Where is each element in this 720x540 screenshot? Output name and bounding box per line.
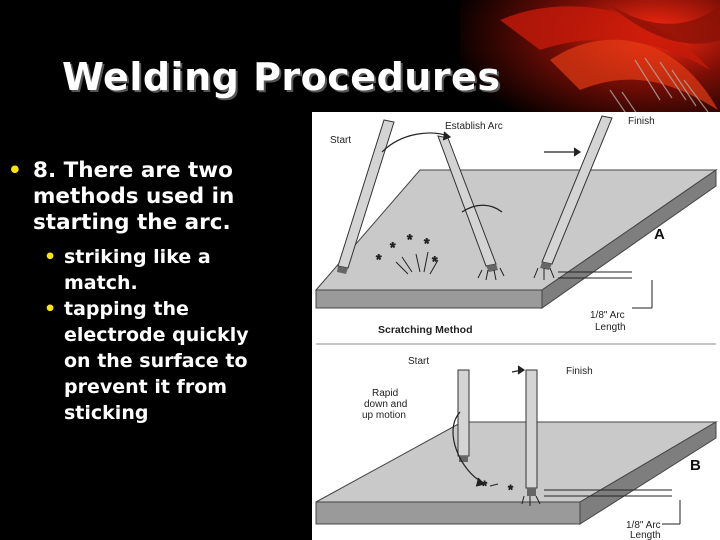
bullet-dot: • bbox=[44, 298, 57, 320]
welding-diagram: * * * * * bbox=[312, 112, 720, 540]
sub-bullet-striking: • striking like a match. bbox=[0, 244, 312, 296]
label-arc-length-a-1: 1/8" Arc bbox=[590, 310, 625, 321]
sub-bullet-line: tapping the bbox=[64, 298, 189, 320]
main-bullet-line: methods used in bbox=[33, 184, 235, 209]
svg-text:*: * bbox=[508, 482, 513, 497]
sub-bullet-line: striking like a bbox=[64, 246, 211, 268]
sparks-b: * * bbox=[482, 478, 541, 506]
svg-text:*: * bbox=[432, 253, 438, 269]
svg-text:*: * bbox=[376, 251, 382, 267]
sub-bullet-line: electrode quickly bbox=[64, 324, 249, 346]
label-b: B bbox=[690, 457, 701, 474]
motion-arrow-b bbox=[452, 365, 526, 487]
plate-b bbox=[315, 421, 718, 525]
plate-a bbox=[314, 169, 718, 309]
label-scratching-method: Scratching Method bbox=[378, 324, 473, 336]
svg-text:*: * bbox=[482, 478, 487, 493]
sub-bullet-tapping: • tapping the electrode quickly on the s… bbox=[0, 296, 312, 426]
sparks-a: * * * * * bbox=[376, 231, 555, 281]
label-arc-length-b-2: Length bbox=[630, 530, 661, 540]
bullet-list: • 8. There are two methods used in start… bbox=[0, 158, 312, 426]
electrode-a-start bbox=[337, 119, 395, 274]
label-arc-length-b-1: 1/8" Arc bbox=[626, 520, 661, 531]
bullet-dot: • bbox=[8, 158, 22, 183]
sub-bullet-line: on the surface to bbox=[64, 350, 248, 372]
label-finish-a: Finish bbox=[628, 116, 655, 127]
slide-title: Welding Procedures bbox=[62, 55, 501, 99]
svg-text:*: * bbox=[390, 239, 396, 255]
bullet-dot: • bbox=[44, 246, 57, 268]
label-start-a: Start bbox=[330, 135, 352, 146]
label-finish-b: Finish bbox=[566, 366, 593, 377]
svg-text:*: * bbox=[407, 231, 413, 247]
welding-diagram-drawing: * * * * * bbox=[314, 115, 718, 525]
arc-length-a bbox=[558, 271, 653, 309]
electrode-b-finish bbox=[525, 369, 538, 496]
electrode-b-start bbox=[457, 369, 470, 462]
sub-bullet-line: prevent it from bbox=[64, 376, 228, 398]
arrow-a bbox=[381, 131, 582, 213]
label-establish-arc: Establish Arc bbox=[445, 121, 503, 132]
sub-bullet-line: sticking bbox=[64, 402, 149, 424]
label-rapid-1: Rapid bbox=[372, 388, 399, 399]
electrode-a-finish bbox=[540, 115, 613, 270]
main-bullet-line: starting the arc. bbox=[33, 210, 231, 235]
label-a: A bbox=[654, 226, 665, 243]
arc-length-b bbox=[544, 489, 681, 525]
label-rapid-3: up motion bbox=[362, 410, 406, 421]
label-rapid-2: down and bbox=[364, 399, 408, 410]
main-bullet-line: 8. There are two bbox=[33, 158, 233, 183]
svg-text:*: * bbox=[424, 235, 430, 251]
sub-bullet-line: match. bbox=[64, 272, 138, 294]
main-bullet: • 8. There are two methods used in start… bbox=[0, 158, 312, 236]
label-arc-length-a-2: Length bbox=[595, 322, 626, 333]
label-start-b: Start bbox=[408, 356, 430, 367]
